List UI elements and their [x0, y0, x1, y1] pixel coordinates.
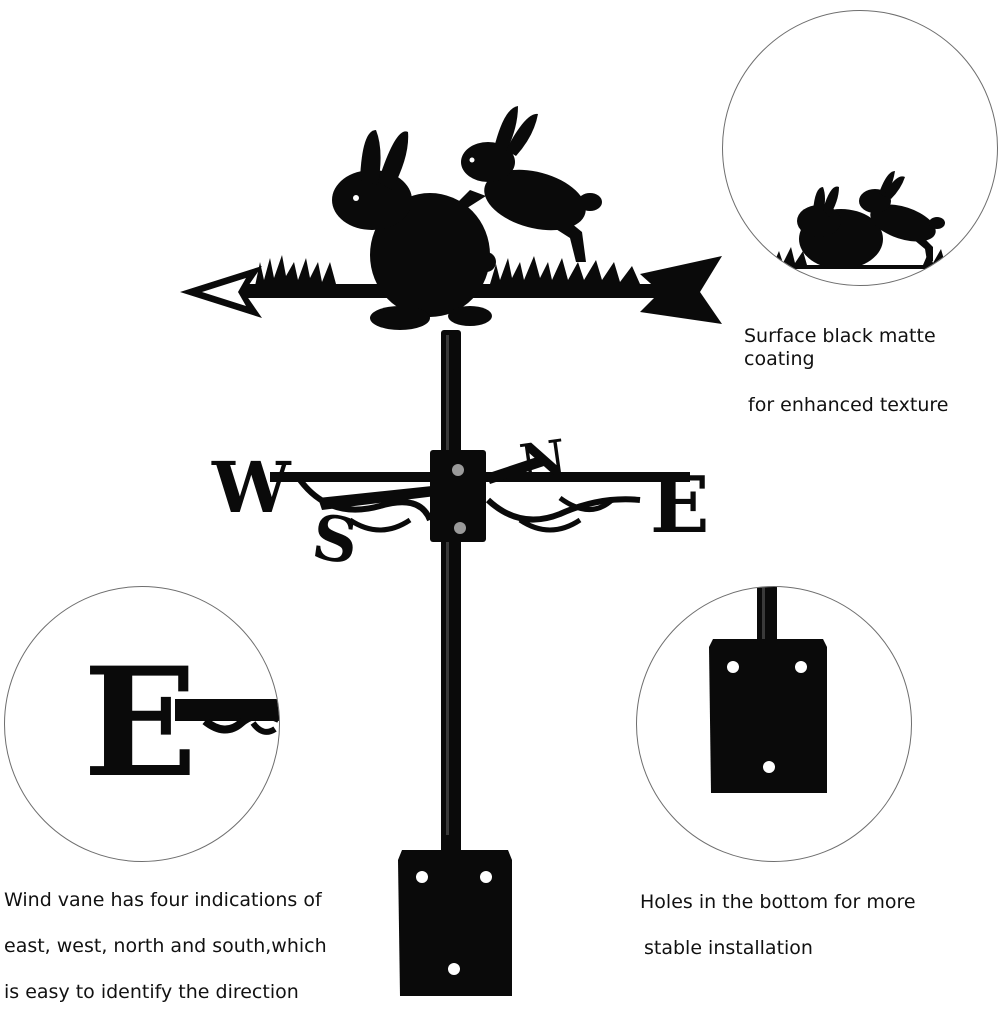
base-plate-closeup [709, 587, 827, 793]
rabbits-closeup [773, 171, 959, 269]
pole-highlight [446, 335, 449, 835]
detail-circle-coating [722, 10, 998, 286]
caption-coating: Surface black matte coating for enhanced… [744, 302, 1000, 440]
letter-closeup: E [83, 635, 279, 811]
compass-letter-north: N [516, 428, 569, 493]
caption-directions: Wind vane has four indications of east, … [4, 866, 327, 1027]
caption-directions-line3: is easy to identify the direction [4, 981, 299, 1003]
detail-circle-letter: E [4, 586, 280, 862]
caption-directions-line1: Wind vane has four indications of [4, 889, 322, 911]
compass-letter-east: E [650, 460, 709, 551]
sitting-rabbit-silhouette [332, 130, 496, 330]
detail-letter-east: E [83, 635, 197, 811]
vane-pole [441, 330, 461, 860]
caption-coating-line1: Surface black matte coating [744, 325, 936, 370]
compass-letter-south: S [308, 500, 363, 579]
mounting-plate [398, 850, 512, 996]
caption-coating-line2: for enhanced texture [748, 394, 949, 416]
center-bracket [430, 450, 486, 542]
caption-directions-line2: east, west, north and south,which [4, 935, 327, 957]
weathervane-product: W E N S [180, 106, 722, 996]
caption-holes-line2: stable installation [644, 937, 813, 959]
caption-holes-line1: Holes in the bottom for more [640, 891, 916, 913]
jumping-rabbit-silhouette [454, 106, 602, 262]
compass-letter-west: W [211, 446, 292, 529]
detail-circle-base [636, 586, 912, 862]
caption-holes: Holes in the bottom for more stable inst… [640, 868, 916, 983]
grass-strip [255, 255, 640, 286]
